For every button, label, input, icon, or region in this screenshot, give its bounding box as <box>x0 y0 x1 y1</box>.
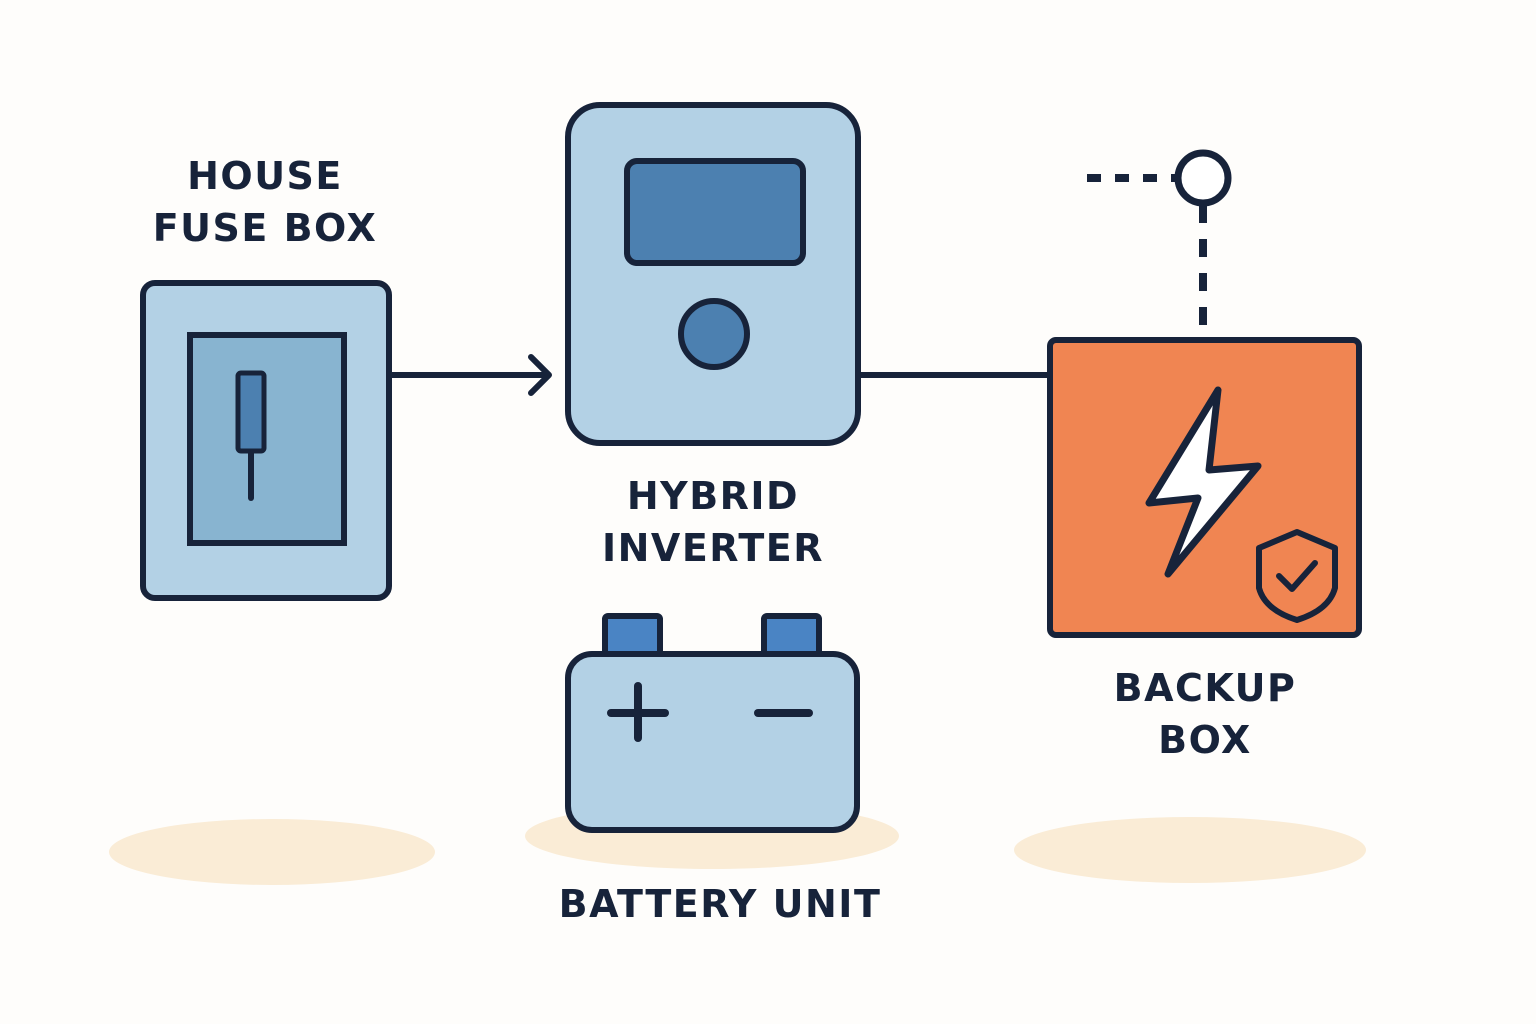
battery-label: BATTERY UNIT <box>520 878 920 930</box>
backup-box <box>1047 337 1362 638</box>
inverter-label: HYBRID INVERTER <box>563 470 863 574</box>
battery-label-text: BATTERY UNIT <box>558 882 882 926</box>
plus-icon <box>607 682 669 742</box>
inverter-label-line-1: HYBRID <box>626 474 800 518</box>
fuse-box <box>140 280 392 601</box>
backup-box-label-line-2: BOX <box>1158 718 1252 762</box>
grid-node-icon <box>1174 149 1232 207</box>
inverter-label-line-2: INVERTER <box>601 526 824 570</box>
connector-backup-to-grid <box>1087 149 1232 326</box>
shield-check-icon <box>1256 529 1338 623</box>
breaker-switch-icon <box>235 370 267 501</box>
hybrid-inverter <box>565 102 861 446</box>
fuse-box-label-line-1: HOUSE <box>187 154 343 198</box>
lightning-bolt-icon <box>1145 386 1262 578</box>
fuse-box-label-line-2: FUSE BOX <box>152 206 378 250</box>
battery-unit <box>565 613 860 833</box>
inverter-display-icon <box>624 158 806 266</box>
connector-fuse-to-inverter <box>387 354 552 396</box>
inverter-knob-icon <box>678 298 750 370</box>
backup-box-label-line-1: BACKUP <box>1113 666 1297 710</box>
backup-box-shadow <box>1014 817 1366 883</box>
backup-box-label: BACKUP BOX <box>1055 662 1355 766</box>
fuse-box-shadow <box>109 819 435 885</box>
battery-icon <box>565 651 860 833</box>
fuse-box-label: HOUSE FUSE BOX <box>115 150 415 254</box>
arrow-head-icon <box>528 354 552 396</box>
